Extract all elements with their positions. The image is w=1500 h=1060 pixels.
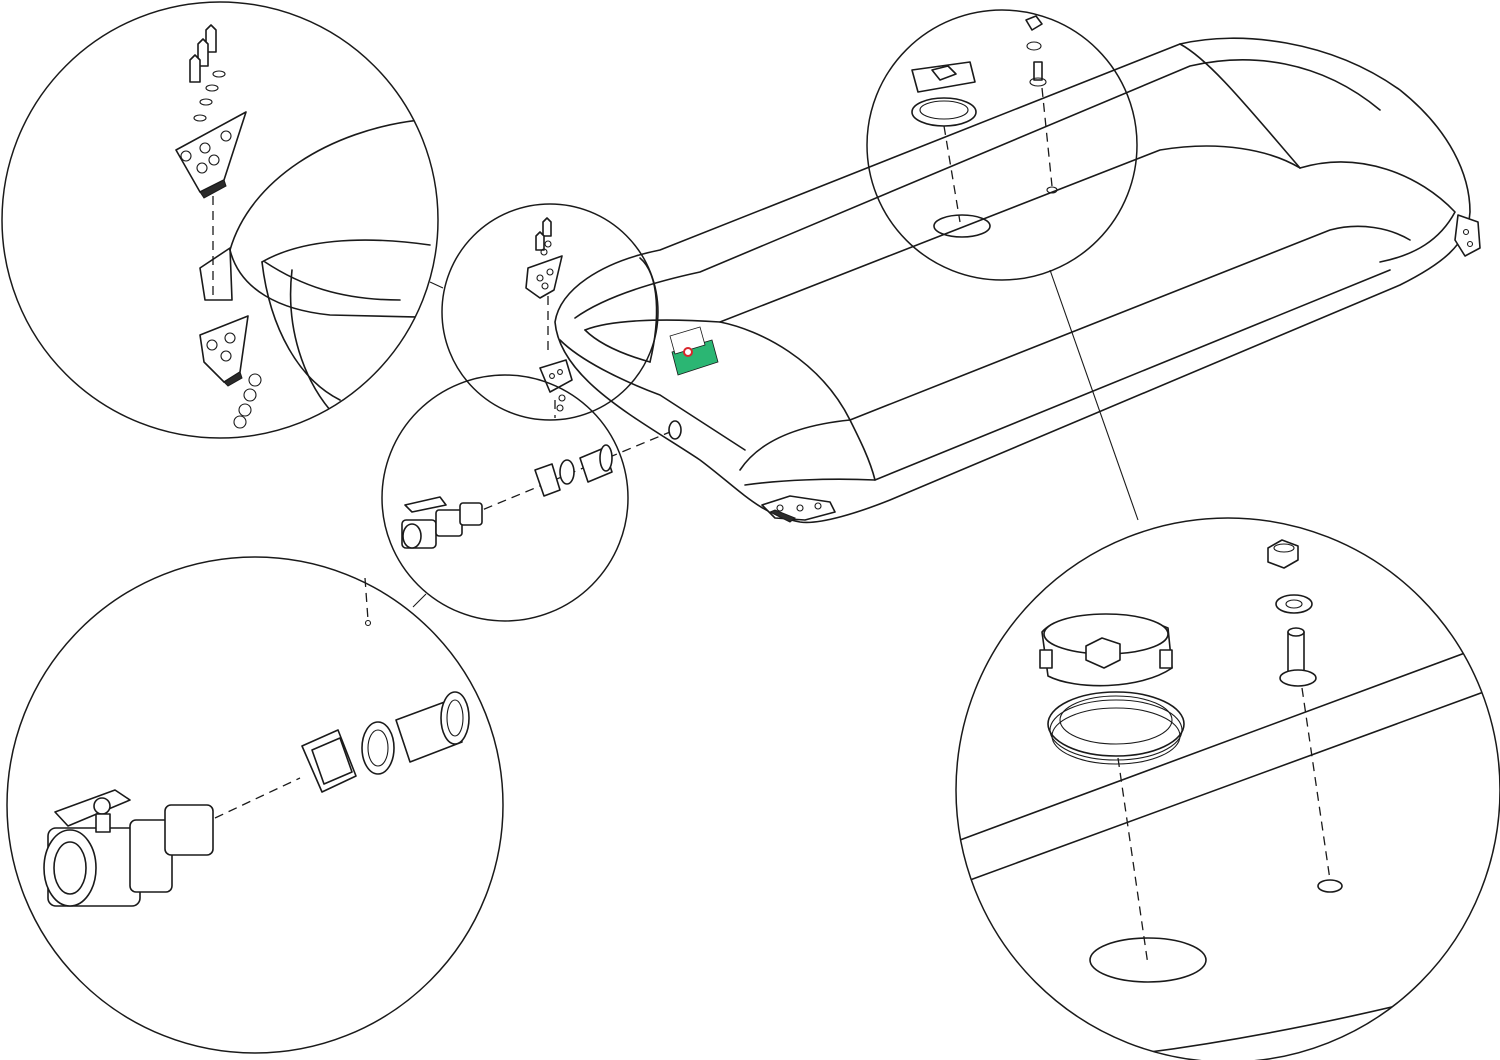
leader-line — [429, 281, 444, 289]
valve-handle-small — [404, 496, 447, 513]
bulkhead-fitting-small — [534, 444, 613, 497]
callout-valve-small — [381, 374, 671, 622]
vent-pipe-large — [1279, 627, 1317, 687]
outlet-port-hole — [668, 420, 682, 440]
vent-washer-large — [1275, 594, 1313, 614]
callout-bracket-small — [441, 203, 659, 421]
bulkhead-nut-large — [301, 729, 357, 793]
valve-handle-large — [54, 789, 131, 827]
bracket-bolts-large — [189, 24, 226, 122]
ball-valve-large — [43, 789, 214, 907]
warning-symbol-icon — [683, 347, 693, 357]
label-sticker — [669, 326, 719, 376]
bladder-tank-body — [539, 37, 1481, 524]
right-end-bracket — [1454, 214, 1481, 257]
ball-valve-small — [401, 496, 483, 549]
fill-cap-small — [911, 61, 977, 127]
callout-valve-large — [6, 556, 504, 1054]
callout-cap-small — [866, 9, 1139, 521]
bracket-nuts-large — [233, 373, 262, 429]
cap-hex-nut — [1085, 637, 1121, 669]
triangular-bracket-small — [525, 255, 563, 299]
bottom-mounting-bracket — [761, 495, 836, 523]
callout-cap-large — [955, 517, 1500, 1060]
vent-parts-small — [1025, 15, 1047, 87]
vent-nut-large — [1267, 539, 1299, 569]
left-end-bracket — [539, 359, 573, 418]
callout-bracket-large — [1, 1, 439, 439]
bracket-bolts-small — [535, 217, 552, 256]
threaded-ring-large — [1047, 691, 1185, 765]
bulkhead-sleeve-large — [395, 691, 470, 763]
fill-opening-small — [933, 214, 991, 238]
triangular-bracket-large-bottom — [199, 315, 249, 387]
fill-opening-large — [1089, 937, 1207, 983]
vent-hole-large — [1317, 879, 1343, 893]
fill-cap-large — [1039, 613, 1173, 687]
triangular-bracket-large-top — [175, 111, 247, 199]
sealing-washer-large — [361, 721, 395, 775]
